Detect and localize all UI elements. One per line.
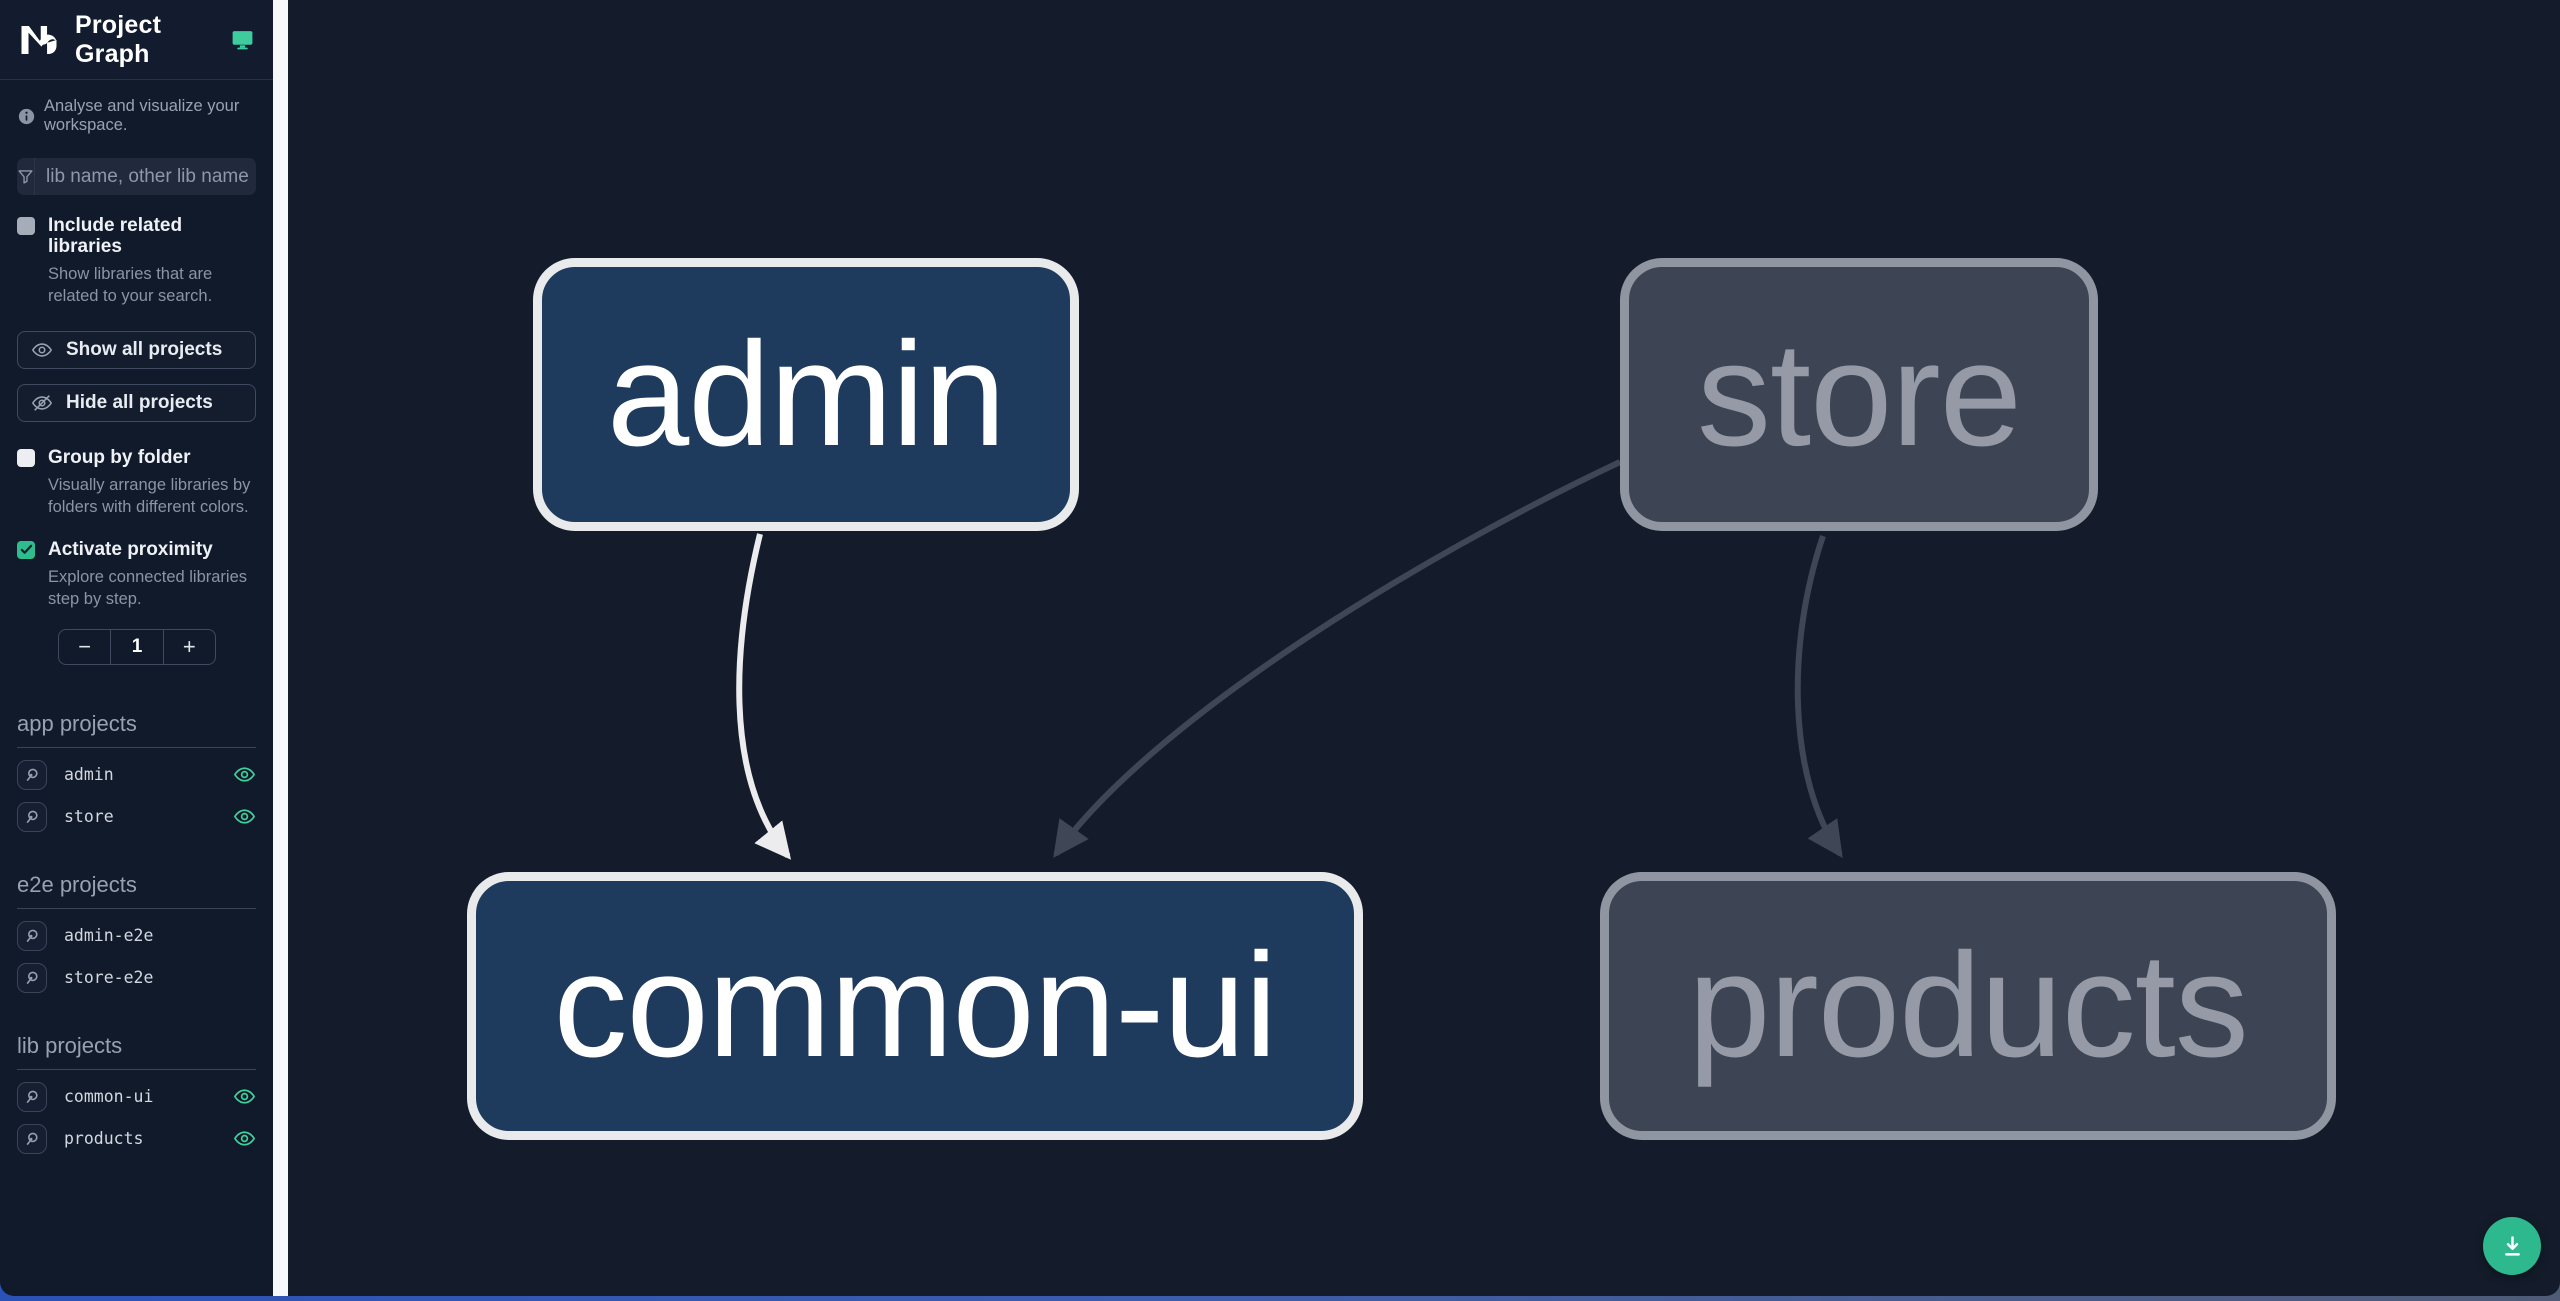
check-icon: [20, 544, 32, 555]
focus-project-button[interactable]: [17, 801, 47, 832]
nx-logo-icon: [21, 25, 57, 54]
download-icon: [2504, 1235, 2520, 1256]
proximity-increment-button[interactable]: +: [162, 630, 215, 665]
project-row-common-ui[interactable]: common-ui: [17, 1081, 256, 1112]
workspace-tagline: Analyse and visualize your workspace.: [18, 97, 255, 135]
project-row-admin[interactable]: admin: [17, 759, 256, 790]
include-related-checkbox-row[interactable]: Include related libraries Show libraries…: [17, 215, 256, 307]
activate-proximity-checkbox[interactable]: [17, 540, 35, 559]
magnifier-icon: [26, 1132, 38, 1145]
section-e2e-projects: e2e projects admin-e2e store-e2e: [17, 872, 256, 993]
activate-proximity-checkbox-row[interactable]: Activate proximity Explore connected lib…: [17, 539, 256, 610]
show-all-projects-button[interactable]: Show all projects: [17, 331, 256, 370]
graph-mode-monitor-icon[interactable]: [230, 27, 255, 53]
graph-node-store[interactable]: store: [1620, 258, 2098, 531]
section-title: e2e projects: [17, 872, 256, 910]
section-title: lib projects: [17, 1033, 256, 1071]
toggle-visibility-eye-icon[interactable]: [232, 805, 256, 829]
magnifier-icon: [26, 929, 38, 942]
group-by-folder-checkbox[interactable]: [17, 449, 35, 468]
edge-store-to-products: [1794, 535, 1843, 858]
magnifier-icon: [26, 1090, 38, 1103]
toggle-visibility-eye-icon[interactable]: [232, 1085, 256, 1109]
proximity-stepper: − 1 +: [58, 629, 216, 666]
proximity-value: 1: [110, 630, 162, 665]
magnifier-icon: [26, 971, 38, 984]
edge-store-to-common-ui: [1053, 459, 1622, 858]
magnifier-icon: [26, 768, 38, 781]
section-title: app projects: [17, 711, 256, 749]
eye-slash-icon: [31, 395, 53, 412]
project-row-store[interactable]: store: [17, 801, 256, 832]
filter-funnel-icon: [17, 158, 35, 195]
section-app-projects: app projects admin: [17, 711, 256, 832]
focus-project-button[interactable]: [17, 920, 47, 951]
focus-project-button[interactable]: [17, 1123, 47, 1154]
project-filter: [17, 158, 256, 195]
hide-all-projects-button[interactable]: Hide all projects: [17, 384, 256, 423]
download-graph-image-button[interactable]: [2483, 1217, 2541, 1275]
project-row-products[interactable]: products: [17, 1123, 256, 1154]
include-related-checkbox[interactable]: [17, 217, 35, 235]
focus-project-button[interactable]: [17, 962, 47, 993]
toggle-visibility-eye-icon[interactable]: [232, 1127, 256, 1151]
project-row-store-e2e[interactable]: store-e2e: [17, 962, 256, 993]
proximity-decrement-button[interactable]: −: [59, 630, 110, 664]
graph-node-common-ui[interactable]: common-ui: [467, 872, 1363, 1140]
eye-icon: [31, 343, 53, 358]
toggle-visibility-eye-icon[interactable]: [232, 763, 256, 787]
graph-node-products[interactable]: products: [1600, 872, 2336, 1140]
group-by-folder-checkbox-row[interactable]: Group by folder Visually arrange librari…: [17, 447, 256, 518]
search-input[interactable]: [35, 158, 256, 195]
window-bottom-edge: [0, 1296, 2560, 1301]
focus-project-button[interactable]: [17, 1081, 47, 1112]
sidebar-resize-divider[interactable]: [273, 0, 288, 1296]
edge-admin-to-common-ui: [736, 533, 792, 860]
sidebar-header: Project Graph: [0, 0, 273, 80]
sidebar: Project Graph Analyse and visualize your…: [0, 0, 273, 1296]
graph-canvas[interactable]: admin store common-ui products: [288, 0, 2560, 1296]
project-row-admin-e2e[interactable]: admin-e2e: [17, 920, 256, 951]
graph-node-admin[interactable]: admin: [533, 258, 1079, 531]
focus-project-button[interactable]: [17, 759, 47, 790]
app-title: Project Graph: [75, 10, 162, 68]
info-icon: [18, 108, 35, 124]
magnifier-icon: [26, 810, 38, 823]
section-lib-projects: lib projects common-ui: [17, 1033, 256, 1154]
